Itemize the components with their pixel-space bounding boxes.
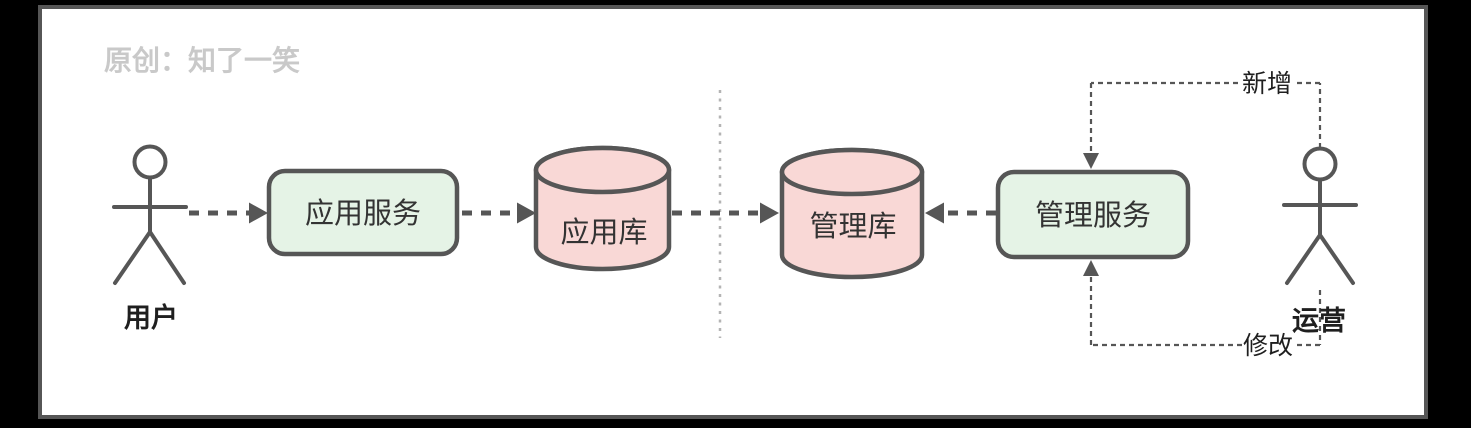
app-service-node: 应用服务 bbox=[266, 168, 460, 257]
add-edge: 新增 bbox=[1083, 70, 1322, 169]
mgmt-db-node: 管理库 bbox=[779, 147, 925, 280]
arrowhead-right-icon bbox=[760, 202, 779, 224]
mgmt-db-cylinder-top bbox=[779, 147, 925, 197]
edge-app-db-to-mgmt-db bbox=[672, 202, 779, 224]
operator-actor-legs bbox=[1285, 231, 1355, 285]
add-edge-label: 新增 bbox=[1242, 70, 1292, 98]
edge-app-service-to-app-db bbox=[462, 202, 536, 224]
edge-user-to-app-service bbox=[189, 202, 268, 224]
mgmt-db-label: 管理库 bbox=[809, 210, 896, 243]
user-actor-label: 用户 bbox=[124, 302, 178, 333]
edge-mgmt-service-to-mgmt-db bbox=[925, 202, 996, 224]
user-actor: 用户 bbox=[112, 144, 188, 333]
mgmt-service-box bbox=[995, 169, 1191, 260]
app-service-box bbox=[266, 168, 460, 257]
app-db-cylinder-top bbox=[533, 145, 672, 195]
app-db-label: 应用库 bbox=[560, 216, 647, 249]
user-actor-legs bbox=[113, 228, 186, 285]
modify-edge: 修改 bbox=[1083, 260, 1322, 360]
mgmt-service-label: 管理服务 bbox=[1035, 199, 1151, 232]
operator-actor-label: 运营 bbox=[1292, 306, 1346, 336]
mgmt-service-node: 管理服务 bbox=[995, 169, 1191, 260]
arrowhead-left-icon bbox=[925, 202, 944, 224]
arrowhead-right-icon bbox=[249, 202, 268, 224]
app-db-node: 应用库 bbox=[533, 145, 672, 272]
arrowhead-down-icon bbox=[1083, 153, 1099, 169]
arrowhead-right-icon bbox=[517, 202, 536, 224]
arrowhead-up-icon bbox=[1083, 260, 1099, 276]
app-service-label: 应用服务 bbox=[305, 197, 421, 230]
watermark-text: 原创：知了一笑 bbox=[104, 44, 300, 76]
modify-edge-label: 修改 bbox=[1243, 332, 1293, 360]
operator-actor: 运营 bbox=[1282, 146, 1358, 336]
